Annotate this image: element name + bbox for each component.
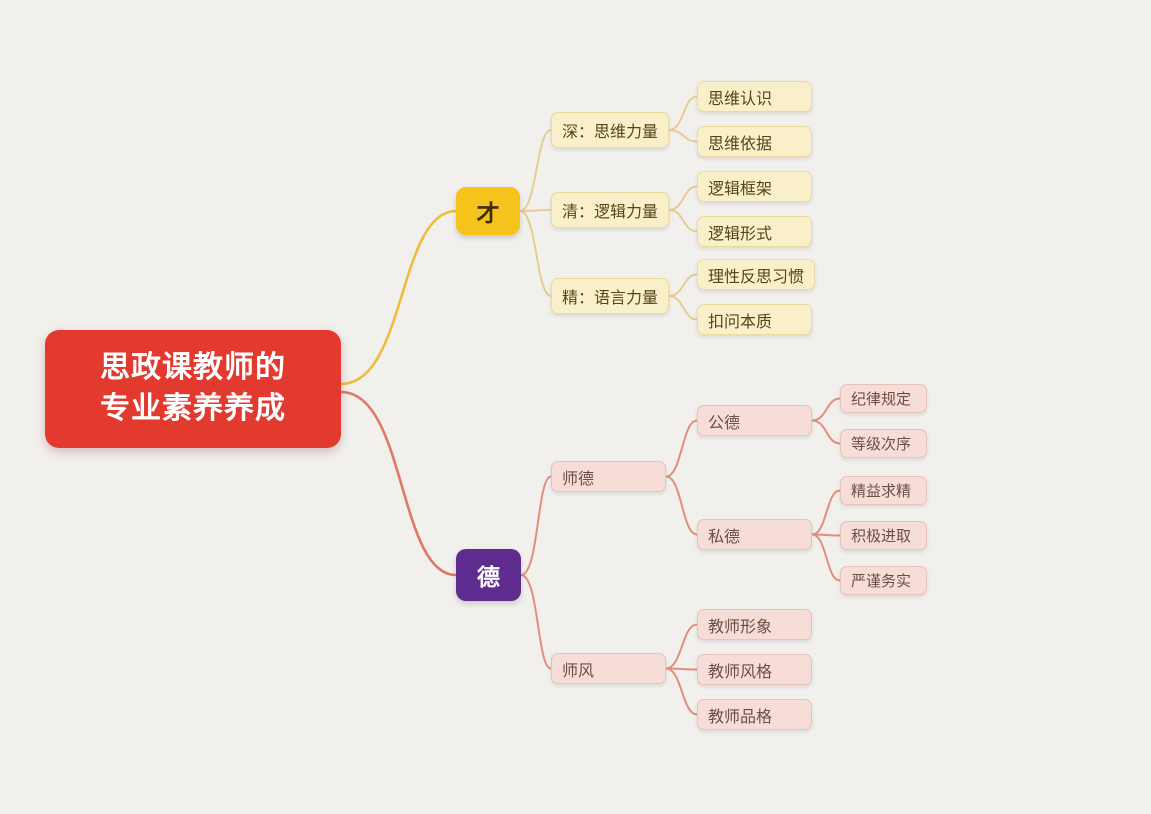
connector-shen-renshi [668,95,698,131]
connector-shide-side [665,475,698,536]
connector-shen-yiju [668,129,698,143]
node-qing-luoji[interactable]: 清：逻辑力量 [551,192,669,228]
node-jiaoshi-pinge[interactable]: 教师品格 [697,699,812,730]
node-label: 师德 [562,470,595,488]
node-side[interactable]: 私德 [697,519,812,550]
node-label: 理性反思习惯 [708,268,805,286]
node-jing-yuyan[interactable]: 精：语言力量 [551,278,669,314]
node-label: 精益求精 [851,483,912,500]
connector-de-shifeng [520,574,552,670]
node-label: 精：语言力量 [562,290,659,307]
connector-side-yanjin [811,533,841,582]
node-jingyi-qiujing[interactable]: 精益求精 [840,476,927,505]
connector-gongde-jilv [811,397,841,422]
connector-gongde-dengji [811,419,841,445]
node-luoji-xingshi[interactable]: 逻辑形式 [697,216,812,247]
node-label: 逻辑形式 [708,225,773,243]
node-jiaoshi-fengge[interactable]: 教师风格 [697,654,812,685]
node-shen-siwei[interactable]: 深：思维力量 [551,112,669,148]
branch-label: 德 [477,564,500,590]
node-yanjin-wushi[interactable]: 严谨务实 [840,566,927,595]
connector-cai-jing [519,210,552,297]
branch-label: 才 [476,200,500,226]
connector-root-cai [339,209,458,386]
connector-cai-qing [519,209,552,212]
node-label: 深：思维力量 [562,124,659,141]
connector-shifeng-xingxiang [665,623,698,670]
node-shide[interactable]: 师德 [551,461,666,492]
node-root[interactable]: 思政课教师的 专业素养养成 [45,330,341,448]
node-label: 公德 [708,414,741,432]
node-label: 师风 [562,662,595,680]
node-siwei-renshi[interactable]: 思维认识 [697,81,812,112]
node-dengji-cixu[interactable]: 等级次序 [840,429,927,458]
node-label: 私德 [708,528,741,546]
node-label: 思维依据 [708,135,773,153]
node-lixing-fansi[interactable]: 理性反思习惯 [697,259,815,290]
node-label: 教师形象 [708,618,773,636]
node-label: 扣问本质 [708,313,773,331]
root-title-line1: 思政课教师的 [100,351,286,385]
connector-root-de [339,390,458,577]
connector-cai-shen [519,129,552,212]
node-label: 纪律规定 [851,391,912,408]
connector-shide-gongde [665,419,698,478]
node-siwei-yiju[interactable]: 思维依据 [697,126,812,157]
node-gongde[interactable]: 公德 [697,405,812,436]
node-jiaoshi-xingxiang[interactable]: 教师形象 [697,609,812,640]
node-label: 等级次序 [851,436,912,453]
connector-qing-xingshi [668,209,698,233]
node-branch-de[interactable]: 德 [456,549,521,601]
node-label: 清：逻辑力量 [562,204,659,221]
connector-de-shide [520,475,552,576]
connector-side-jingyi [811,489,841,536]
node-label: 积极进取 [851,528,912,545]
node-label: 逻辑框架 [708,180,773,198]
root-title-line2: 专业素养养成 [100,392,286,425]
node-shifeng[interactable]: 师风 [551,653,666,684]
node-label: 教师风格 [708,663,773,681]
node-jilv-guiding[interactable]: 纪律规定 [840,384,927,413]
node-label: 教师品格 [708,708,773,726]
node-branch-cai[interactable]: 才 [456,187,520,235]
connector-shifeng-pinge [665,667,698,716]
node-luoji-kuangjia[interactable]: 逻辑框架 [697,171,812,202]
node-label: 思维认识 [708,90,773,108]
node-kouwen-benzhi[interactable]: 扣问本质 [697,304,812,335]
connector-jing-fansi [668,273,698,297]
node-label: 严谨务实 [851,573,912,590]
connector-jing-benzhi [668,295,698,321]
connector-qing-kuangjia [668,185,698,211]
node-jiji-jinqu[interactable]: 积极进取 [840,521,927,550]
